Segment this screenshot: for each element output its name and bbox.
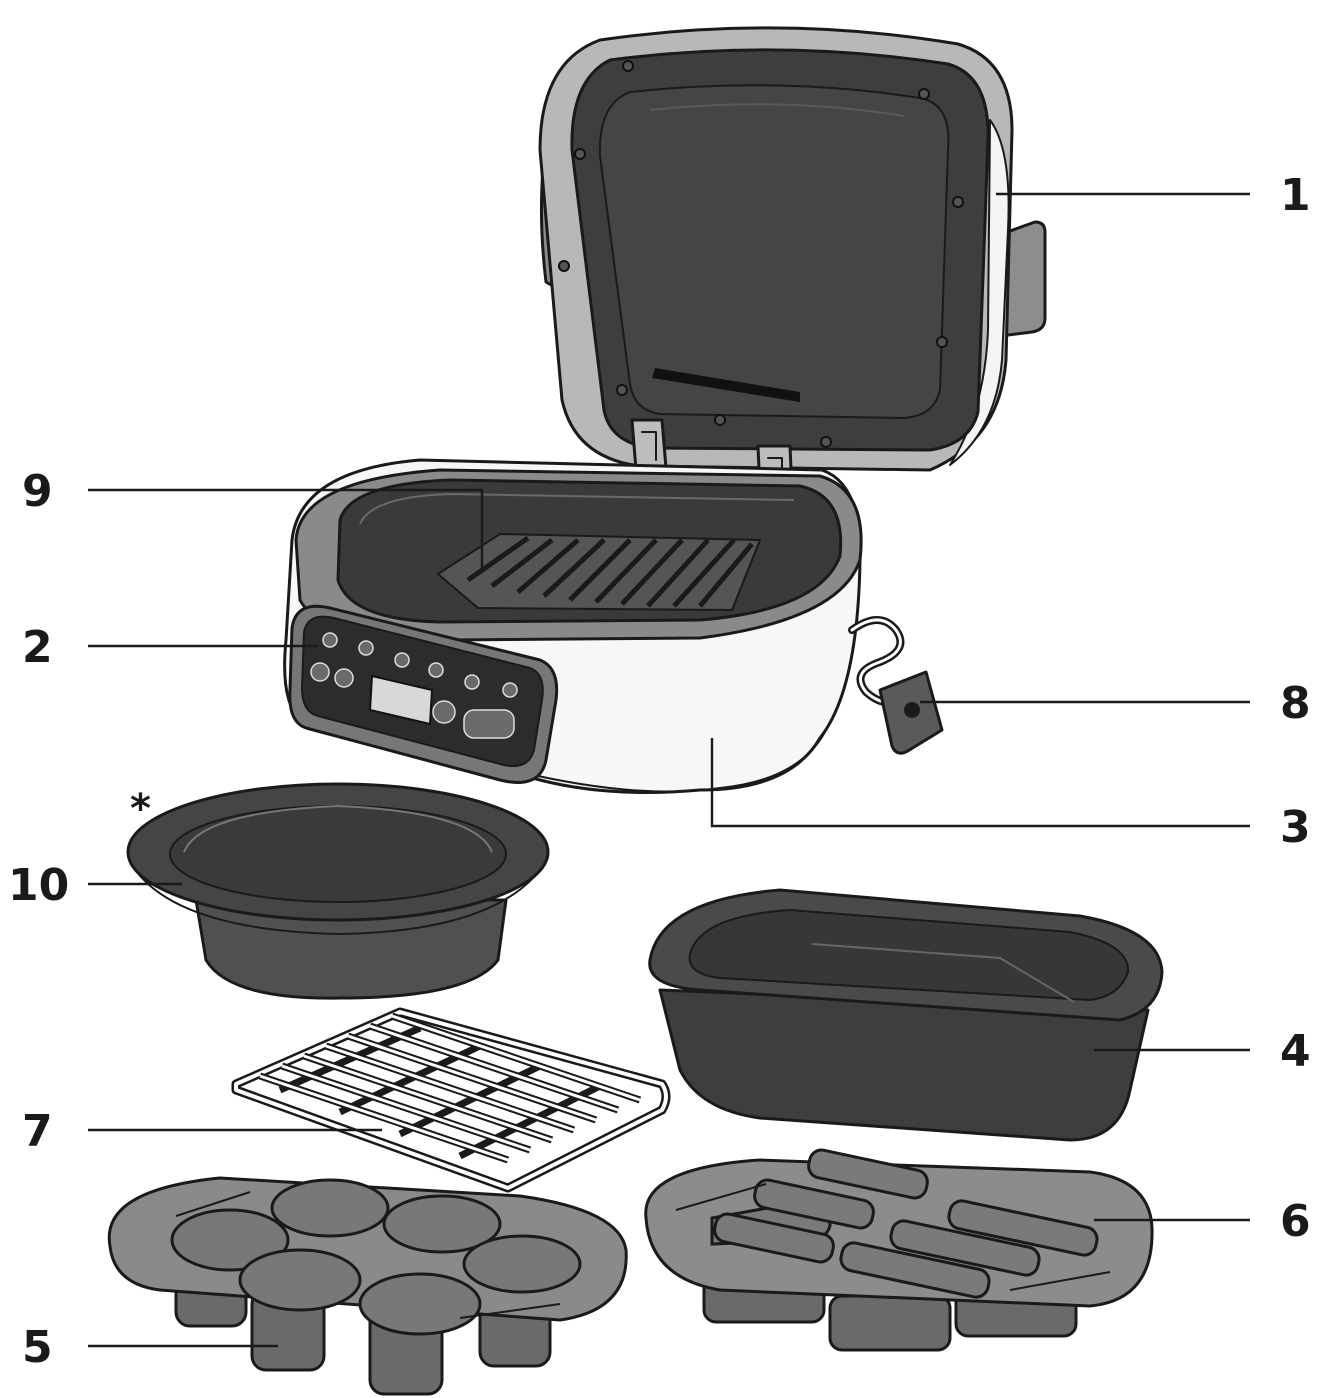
callout-label-6: 6 xyxy=(1280,1196,1311,1247)
callout-label-4: 4 xyxy=(1280,1026,1311,1077)
callout-label-9: 9 xyxy=(22,466,53,517)
callout-label-2: 2 xyxy=(22,622,53,673)
leader-line-9 xyxy=(88,488,484,572)
base-illustration xyxy=(283,458,944,794)
callout-label-10: 10 xyxy=(8,860,69,911)
lid-illustration xyxy=(538,26,1047,494)
baking-dish-illustration xyxy=(648,888,1164,1142)
callout-label-7: 7 xyxy=(22,1106,53,1157)
leader-line-3 xyxy=(710,738,1250,828)
round-bowl-illustration xyxy=(126,782,550,1000)
muffin-tray-illustration xyxy=(107,1176,628,1396)
callout-label-3: 3 xyxy=(1280,802,1311,853)
optional-accessory-marker: * xyxy=(130,786,151,832)
wire-rack-illustration xyxy=(231,1007,671,1193)
callout-label-5: 5 xyxy=(22,1322,53,1373)
callout-labels: 1 2 3 4 5 6 7 8 9 10 * xyxy=(8,170,1311,1373)
leader-lines xyxy=(88,192,1250,1348)
callout-label-8: 8 xyxy=(1280,678,1311,729)
callout-label-1: 1 xyxy=(1280,170,1311,221)
bar-tray-illustration xyxy=(644,1148,1154,1352)
